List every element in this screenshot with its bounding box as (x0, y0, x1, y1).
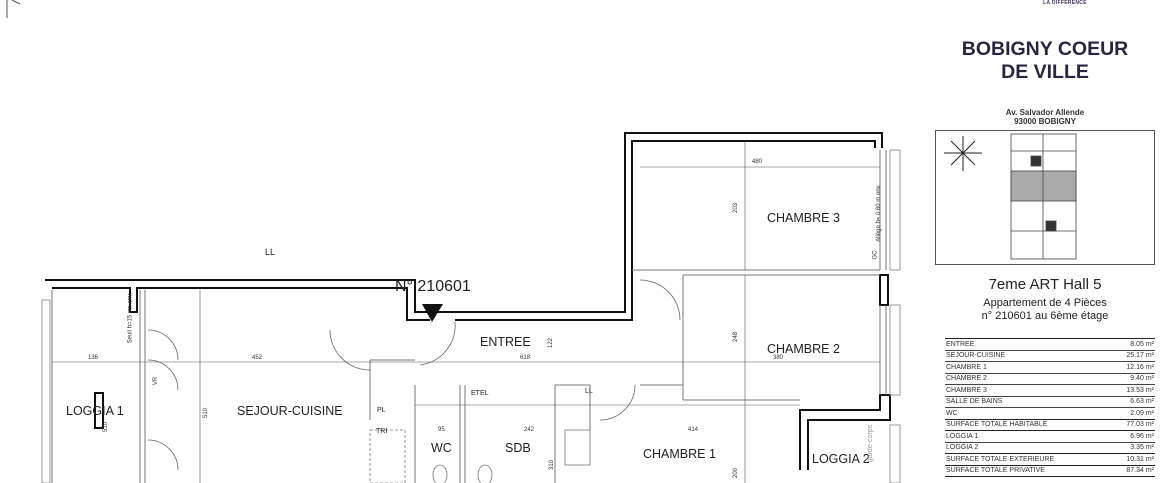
logo-text: LA DIFFÉRENCE (1043, 0, 1087, 6)
surface-label: CHAMBRE 3 (945, 384, 1111, 397)
surface-label: SEJOUR-CUISINE (945, 350, 1111, 362)
compass-fragment-icon (6, 0, 21, 18)
room-label-sdb: SDB (505, 441, 531, 455)
surface-value: 10.31 m² (1110, 453, 1155, 466)
surface-value: 2.09 m² (1110, 407, 1155, 420)
dim-loggia1-depth: 510 (103, 421, 110, 433)
entrance-arrow-icon (422, 304, 443, 322)
apartment-type: Appartement de 4 Pièces (983, 297, 1107, 309)
floor-plan (6, 0, 901, 483)
surface-label: LOGGIA 1 (945, 430, 1111, 443)
dimension-lines (52, 141, 880, 483)
address-line2: 93000 BOBIGNY (1014, 117, 1076, 126)
surface-value: 3.35 m² (1110, 442, 1155, 454)
surface-value: 6.96 m² (1110, 430, 1155, 443)
dim-wc-width: 95 (438, 427, 445, 433)
room-label-sejour: SEJOUR-CUISINE (237, 404, 343, 418)
dim-entree-width: 618 (520, 355, 531, 361)
room-label-loggia1: LOGGIA 1 (66, 404, 124, 418)
dim-ch2-depth: 248 (733, 331, 740, 343)
dim-ch1-depth: 200 (733, 467, 740, 479)
project-title-line2: DE VILLE (1001, 61, 1089, 83)
room-label-entree: ENTREE (480, 335, 531, 349)
surface-label: SALLE DE BAINS (945, 396, 1111, 408)
ll-label: LL (265, 247, 276, 257)
exterior-walls (45, 132, 891, 470)
room-label-chambre2: CHAMBRE 2 (767, 342, 840, 356)
dim-loggia1-width: 136 (88, 355, 99, 361)
building-keyplan (1010, 133, 1077, 260)
apartment-title: 7eme ART Hall 5 (988, 276, 1102, 293)
project-title-line1: BOBIGNY COEUR (961, 38, 1129, 60)
address-line1: Av. Salvador Allende (1005, 108, 1085, 117)
surface-label: SURFACE TOTALE PRIVATIVE (945, 465, 1111, 477)
surface-label: ENTREE (945, 338, 1111, 351)
surface-value: 8.05 m² (1110, 338, 1155, 351)
dim-ch1-width: 414 (688, 427, 699, 433)
window-note-seuil: Seuil h=15 cm env. (127, 292, 134, 344)
tri-label: TRI (376, 428, 388, 435)
surface-value: 25.17 m² (1110, 350, 1155, 362)
key-plan (935, 130, 1155, 265)
dim-ch2-width: 380 (773, 355, 784, 361)
surface-value: 87.34 m² (1110, 465, 1155, 477)
surface-value: 6.63 m² (1110, 396, 1155, 408)
surface-label: CHAMBRE 1 (945, 361, 1111, 374)
window-note-gc: GC (872, 250, 879, 260)
etel-label: ETEL (471, 390, 489, 397)
surface-label: WC (945, 407, 1111, 420)
window-note-vr: VR (153, 376, 160, 386)
balcony-railings (41, 149, 901, 483)
surface-label: SURFACE TOTALE EXTERIEURE (945, 453, 1111, 466)
fixtures (369, 429, 591, 483)
room-label-chambre3: CHAMBRE 3 (767, 211, 840, 225)
surface-label: CHAMBRE 2 (945, 373, 1111, 385)
dim-sejour-depth: 510 (203, 407, 210, 419)
dim-ch3-depth: 203 (733, 202, 740, 214)
ll-label-sdb: LL (585, 388, 593, 395)
apartment-number-marker: N° 210601 (395, 278, 471, 295)
room-label-chambre1: CHAMBRE 1 (643, 447, 716, 461)
interior-walls (51, 150, 887, 483)
surface-value: 77.03 m² (1110, 419, 1155, 431)
compass-icon (944, 136, 982, 171)
window-note-allege: Allège h= 0.60 m env. (875, 184, 882, 242)
dim-sdb-depth: 310 (549, 459, 556, 471)
surface-value: 13.53 m² (1110, 384, 1155, 397)
surface-value: 12.16 m² (1110, 361, 1155, 374)
room-label-wc: WC (431, 441, 452, 455)
window-note-garde-corps: garde-corps (867, 424, 875, 463)
door-swings (147, 279, 681, 471)
surface-value: 9.40 m² (1110, 373, 1155, 385)
pl-label: PL (377, 407, 386, 414)
dim-ch3-width: 480 (752, 159, 763, 165)
surface-label: LOGGIA 2 (945, 442, 1111, 454)
info-panel: LA DIFFÉRENCE BOBIGNY COEUR DE VILLE Av.… (920, 0, 1160, 483)
dim-entree-depth: 122 (548, 337, 555, 349)
dim-sejour-width: 452 (252, 355, 263, 361)
dim-sdb-width: 242 (524, 427, 535, 433)
room-label-loggia2: LOGGIA 2 (812, 452, 870, 466)
apartment-floor: n° 210601 au 6ème étage (981, 310, 1109, 322)
surface-label: SURFACE TOTALE HABITABLE (945, 419, 1111, 431)
